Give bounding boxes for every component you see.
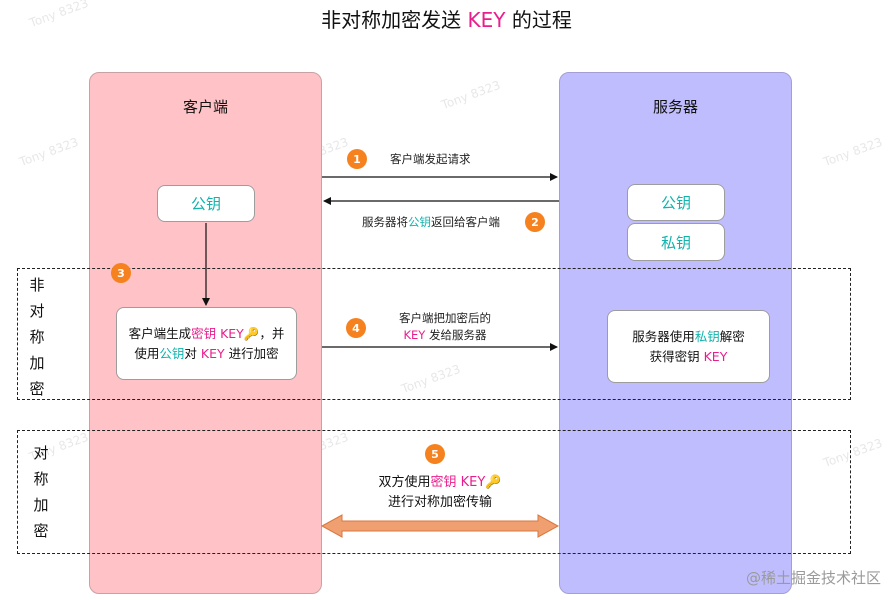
key-text: 密钥 KEY: [191, 326, 244, 342]
asymmetric-label-char: 称: [29, 328, 45, 346]
asymmetric-label-char: 非: [29, 276, 45, 294]
server-decrypt-box: 服务器使用私钥解密 获得密钥 KEY: [607, 310, 770, 383]
text: 客户端生成: [128, 326, 192, 342]
text: 解密: [719, 329, 745, 345]
symmetric-label: 对 称 加 密: [30, 440, 52, 544]
symmetric-section: [17, 430, 851, 554]
symmetric-label-char: 对: [33, 444, 49, 462]
server-private-key-box: 私钥: [627, 223, 725, 261]
title-suffix: 的过程: [505, 8, 572, 32]
text: 服务器将: [362, 215, 408, 229]
asymmetric-section: [17, 268, 851, 400]
key-icon: 🔑: [485, 475, 502, 490]
step-badge-4: 4: [346, 318, 366, 338]
client-encrypt-line2: 使用公钥对 KEY 进行加密: [129, 344, 285, 363]
page-title: 非对称加密发送 KEY 的过程: [0, 4, 893, 33]
asymmetric-label: 非 对 称 加 密: [26, 272, 48, 402]
key-text: KEY: [200, 345, 225, 361]
client-public-key-box: 公钥: [157, 185, 255, 222]
step-badge-2: 2: [525, 212, 545, 232]
text: 发给服务器: [425, 328, 487, 343]
server-title: 服务器: [652, 98, 698, 116]
public-key-text: 公钥: [408, 215, 431, 229]
text: 进行对称加密传输: [387, 494, 492, 510]
step4-label: 客户端把加密后的 KEY 发给服务器: [385, 310, 505, 345]
symmetric-label-char: 密: [33, 522, 49, 540]
footer-watermark: @稀土掘金技术社区: [745, 569, 881, 587]
step5-label: 双方使用密钥 KEY🔑 进行对称加密传输: [360, 473, 520, 512]
text: 双方使用: [378, 475, 431, 490]
asymmetric-label-char: 密: [29, 380, 45, 398]
text: 获得密钥: [649, 348, 704, 364]
step2-label: 服务器将公钥返回给客户端: [362, 214, 500, 231]
text: ，并: [259, 326, 285, 342]
step-badge-5: 5: [425, 444, 445, 464]
text: 客户端把加密后的: [399, 311, 491, 325]
server-decrypt-line1: 服务器使用私钥解密: [632, 327, 745, 346]
asymmetric-label-char: 加: [29, 354, 45, 372]
step-badge-3: 3: [111, 263, 131, 283]
private-key-text: 私钥: [694, 329, 720, 345]
server-public-key-box: 公钥: [627, 184, 725, 221]
arrow-bidirectional: [320, 514, 560, 538]
client-encrypt-line1: 客户端生成密钥 KEY🔑，并: [129, 324, 285, 343]
text: 服务器使用: [632, 329, 695, 345]
step1-label: 客户端发起请求: [390, 152, 471, 166]
symmetric-label-char: 称: [33, 470, 49, 488]
text: 返回给客户端: [431, 215, 500, 229]
asymmetric-label-char: 对: [29, 302, 45, 320]
public-key-text: 公钥: [159, 345, 185, 361]
key-icon: 🔑: [243, 326, 260, 342]
text: 进行加密: [224, 345, 279, 361]
key-text: KEY: [403, 328, 426, 343]
title-prefix: 非对称加密发送: [321, 8, 468, 32]
client-title: 客户端: [182, 98, 228, 116]
key-text: 密钥 KEY: [430, 475, 486, 490]
server-decrypt-line2: 获得密钥 KEY: [632, 347, 745, 366]
key-text: KEY: [703, 348, 728, 364]
step-badge-1: 1: [347, 149, 367, 169]
text: 使用: [134, 345, 160, 361]
symmetric-label-char: 加: [33, 496, 49, 514]
title-key: KEY: [467, 8, 506, 32]
text: 对: [184, 345, 201, 361]
client-encrypt-box: 客户端生成密钥 KEY🔑，并 使用公钥对 KEY 进行加密: [116, 307, 297, 380]
